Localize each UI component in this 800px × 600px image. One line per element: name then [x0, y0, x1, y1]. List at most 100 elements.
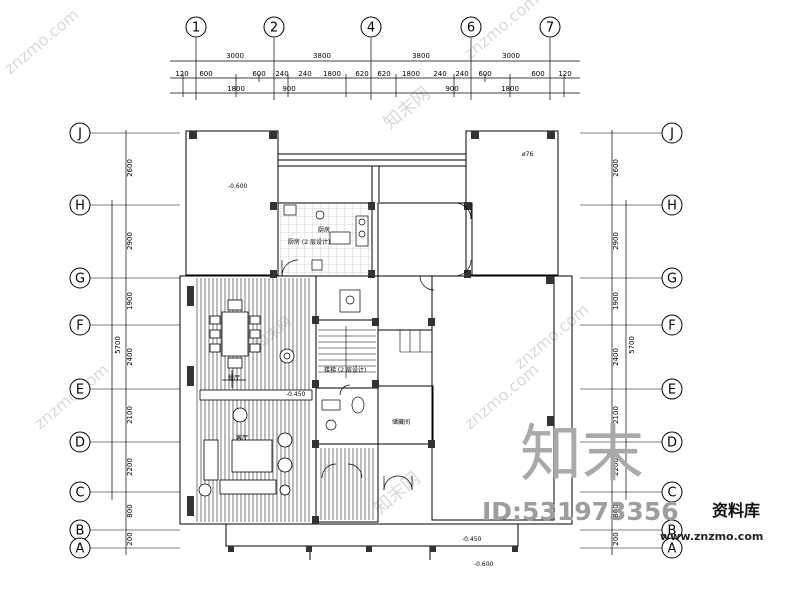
axis-left-label: H	[75, 199, 85, 214]
level-label-living: -0.450	[286, 391, 306, 398]
dining-set	[209, 299, 295, 369]
side-dimension-lines	[111, 130, 627, 555]
kitchen-floor-tile	[280, 205, 370, 274]
axis-right-J: J	[661, 122, 683, 144]
watermark-diag-6: 知末网	[380, 83, 435, 134]
axis-left-label: J	[77, 127, 82, 142]
dimension-value: 1900	[612, 292, 620, 310]
dimension-value: 2100	[126, 406, 134, 424]
dimension-value: 2400	[126, 348, 134, 366]
axis-top-label: 6	[467, 21, 475, 36]
watermark-brand: 知末	[520, 417, 644, 490]
level-label-terrace: -0.600	[228, 183, 248, 190]
dimension-value: 120	[558, 70, 571, 78]
axis-right-E: E	[661, 378, 683, 400]
dimension-value: 1900	[126, 292, 134, 310]
axis-left-label: A	[76, 542, 85, 557]
axis-right-G: G	[661, 267, 683, 289]
dimension-value: 5700	[628, 336, 636, 354]
dimension-value: 800	[126, 504, 134, 517]
watermark-site: www.znzmo.com	[660, 530, 763, 543]
hall-right	[431, 275, 555, 521]
dimension-value: 900	[445, 85, 458, 93]
watermark-tag: 资料库	[712, 501, 760, 520]
axis-right-D: D	[661, 431, 683, 453]
dining-label: 餐厅	[228, 374, 240, 382]
entrance-floor-hatch	[318, 448, 374, 520]
dimension-value: 3800	[313, 52, 331, 60]
watermark-foreground: 知末 ID:531973356 资料库 www.znzmo.com	[482, 417, 763, 543]
axis-right-A: A	[661, 537, 683, 559]
axis-left-label: G	[75, 272, 85, 287]
axis-left-B: B	[69, 519, 91, 541]
dimension-value: 2900	[612, 232, 620, 250]
dimension-value: 600	[531, 70, 544, 78]
watermark-diag-3: znzmo.com	[30, 360, 112, 433]
axis-top-label: 4	[367, 21, 375, 36]
kitchen-label: 厨房	[318, 226, 330, 234]
axis-top-1: 1	[185, 16, 207, 38]
dimension-value: 3000	[502, 52, 520, 60]
axis-left-J: J	[69, 122, 91, 144]
axis-top-7: 7	[539, 16, 561, 38]
dimension-value: 900	[282, 85, 295, 93]
dimension-value: 600	[199, 70, 212, 78]
wc-fixtures	[321, 289, 365, 431]
axis-left-E: E	[69, 378, 91, 400]
axis-top-label: 1	[192, 21, 200, 36]
axis-left-C: C	[69, 481, 91, 503]
dimension-value: 3800	[412, 52, 430, 60]
axis-left-F: F	[69, 314, 91, 336]
dimension-value: 2600	[126, 159, 134, 177]
dimension-value: 240	[433, 70, 446, 78]
wc-zone	[315, 387, 379, 445]
top-axis-bubbles: 1 2 4 6 7	[185, 16, 561, 38]
dimension-value: 1800	[323, 70, 341, 78]
dimension-value: 620	[377, 70, 390, 78]
axis-left-label: B	[76, 524, 85, 539]
front-room	[377, 202, 473, 277]
kitchen-note: 厨房 (2 层设计)	[288, 238, 330, 246]
axis-top-label: 7	[546, 21, 554, 36]
axis-right-label: B	[668, 524, 677, 539]
top-dimension-lines	[170, 38, 580, 100]
dimension-value: 2100	[612, 406, 620, 424]
storage-label: 储藏间	[392, 418, 410, 426]
watermark-diag-1: znzmo.com	[0, 5, 82, 78]
axis-right-label: G	[667, 272, 677, 287]
dimension-value: 2200	[612, 458, 620, 476]
axis-left-label: C	[75, 486, 84, 501]
axis-right-H: H	[661, 194, 683, 216]
staircase	[318, 326, 432, 378]
axis-left-H: H	[69, 194, 91, 216]
axis-left-label: D	[75, 436, 85, 451]
axis-right-label: D	[667, 436, 677, 451]
axis-right-label: E	[668, 383, 676, 398]
axis-left-D: D	[69, 431, 91, 453]
axis-right-label: C	[667, 486, 676, 501]
dimension-value: 120	[175, 70, 188, 78]
living-sofa-set	[198, 370, 313, 497]
level-label-steps: -0.600	[474, 561, 494, 568]
dimension-value: 1800	[501, 85, 519, 93]
axis-top-2: 2	[263, 16, 285, 38]
right-axis-bubbles: J H G F E D C BA	[580, 122, 683, 559]
axis-right-F: F	[661, 314, 683, 336]
axis-right-label: A	[668, 542, 677, 557]
axis-left-label: E	[76, 383, 84, 398]
dimension-value: 2400	[612, 348, 620, 366]
dimension-value: 1800	[402, 70, 420, 78]
structural-columns	[187, 131, 555, 552]
watermark-diag-5: znzmo.com	[510, 300, 592, 373]
dimension-value: 1800	[227, 85, 245, 93]
axis-left-A: A	[69, 537, 91, 559]
axis-left-G: G	[69, 267, 91, 289]
dimension-value: 2900	[126, 232, 134, 250]
watermark-id: ID:531973356	[482, 497, 679, 526]
dimension-value: 2200	[126, 458, 134, 476]
dimension-value: 240	[298, 70, 311, 78]
dimension-value: 200	[126, 532, 134, 545]
